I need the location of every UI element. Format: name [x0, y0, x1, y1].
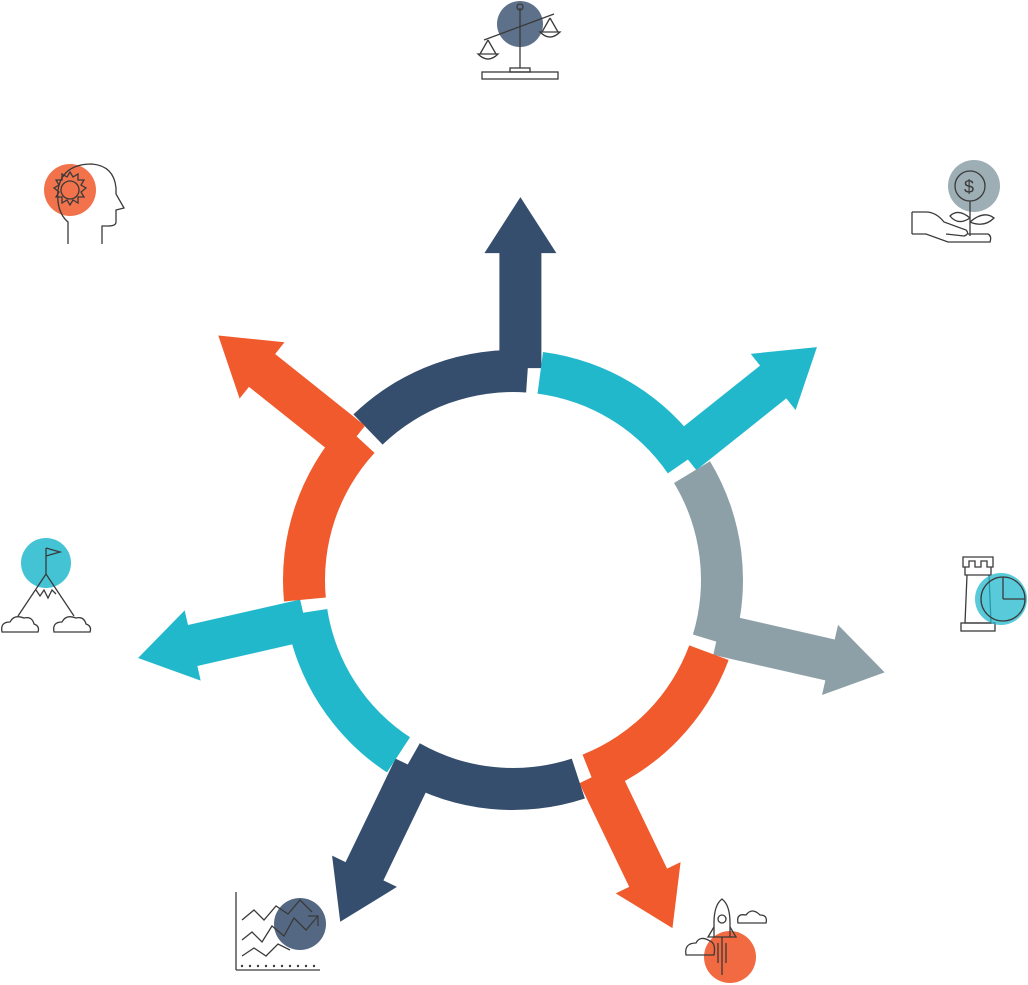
arrow-right	[713, 613, 885, 696]
ring-segment-bottom-left	[398, 743, 585, 810]
growth-chart-icon	[232, 890, 332, 976]
arrow-left	[138, 599, 310, 681]
arrow-top	[484, 197, 557, 369]
icon-accent-circle	[704, 931, 756, 983]
icon-accent-circle	[975, 573, 1027, 625]
ring-segment-left	[285, 608, 411, 773]
arrow-top-left	[218, 335, 366, 459]
icon-accent-circle	[948, 160, 1000, 212]
arrow-bottom-left	[332, 758, 434, 922]
head-gear-icon	[42, 160, 128, 250]
ring-segment-right	[674, 461, 744, 647]
scale-balance-icon	[470, 0, 566, 86]
rocket-launch-icon	[682, 893, 774, 983]
ring-segment-top-left	[282, 424, 375, 602]
ring-segment-bottom-right	[582, 645, 729, 794]
icon-accent-circle	[44, 164, 96, 216]
ring-segment-top-right	[537, 351, 703, 474]
chess-rook-pie-chart-icon	[955, 553, 1028, 637]
ring-segment-top	[353, 350, 530, 445]
mountain-flag-icon	[0, 538, 92, 638]
arrow-bottom-right	[579, 764, 681, 929]
svg-text:$: $	[964, 177, 974, 197]
money-plant-hand-icon: $	[908, 156, 1006, 250]
arrow-top-right	[670, 347, 817, 471]
arrow-ring	[138, 197, 885, 929]
